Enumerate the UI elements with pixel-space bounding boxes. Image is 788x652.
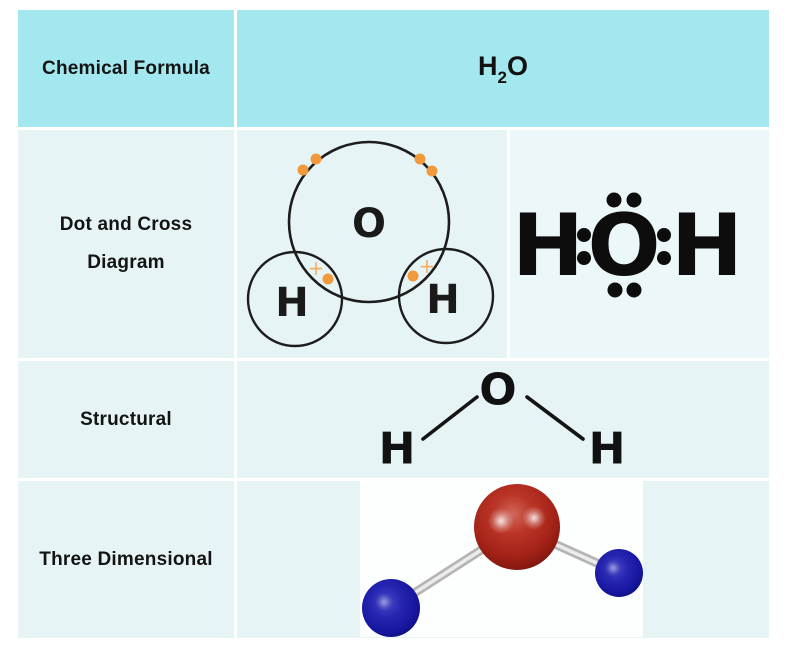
ball-and-stick-image	[360, 481, 643, 637]
oxygen-highlight	[488, 508, 514, 534]
lewis-dot	[577, 228, 591, 242]
oxygen-sphere	[474, 484, 560, 570]
lone-pair-dot	[310, 153, 322, 165]
electron-dot	[407, 270, 419, 282]
dot-cross-circle-diagram: + + O H H	[246, 140, 495, 348]
lone-pair-dot	[297, 164, 309, 176]
lewis-hydrogen-left: H	[512, 196, 584, 296]
chemical-formula-value-cell: H2O	[237, 10, 769, 127]
oxygen-highlight	[522, 506, 546, 530]
h2o-formula: H2O	[478, 50, 528, 88]
formula-h: H	[478, 50, 498, 81]
oxygen-shell-circle	[287, 140, 451, 304]
oh-bond-right	[525, 395, 585, 441]
lewis-dot	[626, 282, 642, 298]
structural-oxygen: O	[479, 365, 516, 416]
lewis-diagram-cell: H O H	[510, 130, 769, 358]
three-dimensional-model-cell	[237, 481, 769, 638]
lone-pair-dot	[426, 165, 438, 177]
lewis-dot	[577, 251, 591, 265]
lewis-dot	[607, 282, 623, 298]
hydrogen-left-symbol: H	[275, 280, 308, 326]
hydrogen-right-highlight	[605, 560, 621, 576]
lewis-dot-diagram: H O H	[512, 192, 743, 298]
hydrogen-left-shell-circle	[246, 250, 344, 348]
electron-cross: +	[308, 256, 325, 280]
lewis-dot	[657, 228, 671, 242]
oxygen-symbol: O	[352, 201, 386, 247]
lewis-dot	[626, 192, 642, 208]
lewis-dot	[657, 251, 671, 265]
chemical-formula-label-cell: Chemical Formula	[18, 10, 234, 127]
lewis-hydrogen-right: H	[671, 196, 743, 296]
oh-bond-left	[421, 395, 479, 441]
lone-pair-dot	[414, 153, 426, 165]
chemical-formula-label: Chemical Formula	[42, 57, 210, 79]
structural-hydrogen-left: H	[379, 424, 416, 475]
structural-formula-diagram: O H H	[379, 365, 626, 475]
lewis-oxygen: O	[587, 196, 660, 296]
structural-formula-cell: O H H	[237, 361, 769, 478]
three-dimensional-label: Three Dimensional	[39, 548, 213, 570]
formula-o: O	[506, 50, 528, 81]
structural-hydrogen-right: H	[589, 424, 626, 475]
structural-label: Structural	[80, 408, 172, 430]
structural-label-cell: Structural	[18, 361, 234, 478]
hydrogen-right-symbol: H	[426, 277, 459, 323]
hydrogen-right-shell-circle	[397, 247, 495, 345]
ball-and-stick-model	[362, 484, 643, 637]
electron-cross: +	[419, 254, 436, 278]
hydrogen-sphere-left	[362, 579, 420, 637]
three-dimensional-label-cell: Three Dimensional	[18, 481, 234, 638]
dot-cross-circle-diagram-cell: + + O H H	[237, 130, 507, 358]
lewis-dot	[606, 192, 622, 208]
formula-subscript-2: 2	[497, 68, 507, 88]
electron-dot	[322, 273, 334, 285]
hydrogen-left-highlight	[375, 593, 393, 611]
